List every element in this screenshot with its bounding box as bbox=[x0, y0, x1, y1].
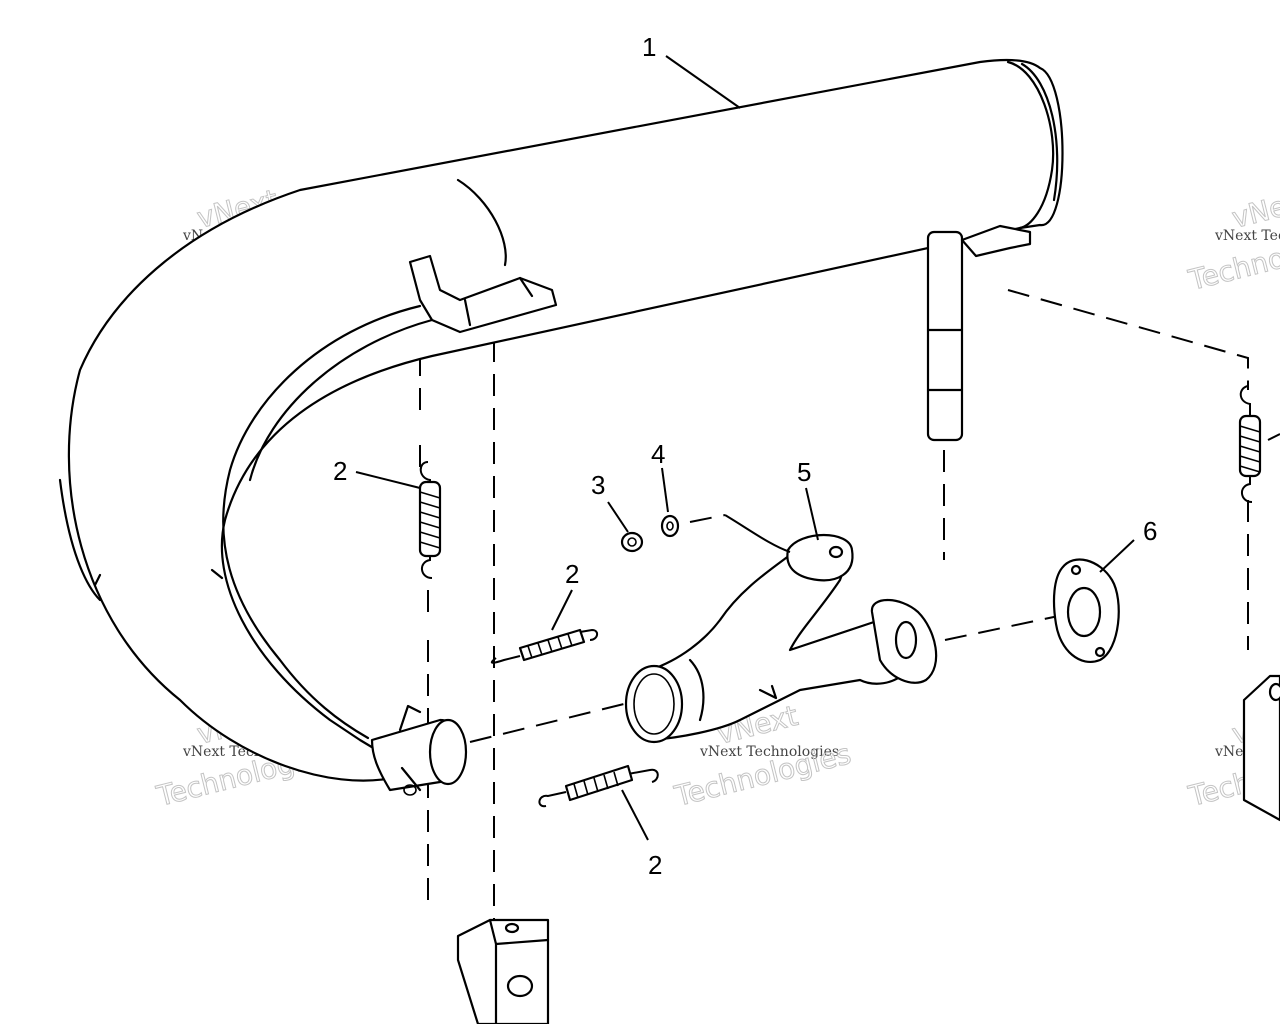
muffler-end-rim bbox=[1020, 62, 1059, 202]
lower-flange-port bbox=[894, 620, 918, 660]
leader-2c bbox=[621, 789, 649, 841]
manifold-detail bbox=[688, 658, 778, 722]
gasket-bolt-hole-bottom bbox=[1094, 646, 1106, 658]
front-tab bbox=[960, 224, 1032, 258]
muffler-body bbox=[67, 58, 1064, 782]
leader-nut-to-flange bbox=[724, 514, 791, 553]
manifold-inlet bbox=[624, 664, 684, 744]
callout-2-center: 2 bbox=[565, 559, 579, 589]
guide-line-right-upper bbox=[1007, 289, 1249, 390]
callout-2-bottom: 2 bbox=[648, 850, 662, 880]
nut bbox=[620, 531, 644, 553]
muffler-assembly bbox=[58, 58, 1064, 796]
callout-5: 5 bbox=[797, 457, 811, 487]
pipe-weld-marks bbox=[93, 568, 224, 587]
upper-flange-hole bbox=[828, 545, 844, 559]
y-manifold bbox=[624, 533, 938, 744]
gasket-port bbox=[1066, 586, 1102, 638]
leader-5 bbox=[805, 487, 819, 541]
upper-flange bbox=[786, 533, 854, 582]
leader-4 bbox=[661, 467, 669, 513]
spring-left-vertical bbox=[418, 461, 442, 579]
leader-2a bbox=[355, 471, 421, 489]
washer bbox=[660, 514, 680, 538]
y-manifold-body bbox=[648, 540, 920, 742]
spring-center-upper bbox=[490, 628, 598, 664]
pipe-outer-bend bbox=[58, 478, 102, 602]
hanger-rod bbox=[926, 230, 964, 442]
callout-4: 4 bbox=[651, 439, 665, 469]
leader-right-spring bbox=[1267, 433, 1280, 441]
watermark-top-right: vNext Technologies vNext Technologies bbox=[1184, 182, 1280, 297]
callout-labels: 1 2 2 2 3 4 5 6 bbox=[333, 32, 1157, 880]
leader-6 bbox=[1099, 539, 1135, 573]
rear-bracket-edge bbox=[463, 276, 534, 327]
gasket-bolt-hole-top bbox=[1070, 564, 1082, 576]
pipe-inner-curve bbox=[222, 304, 422, 740]
mount-block-right bbox=[1242, 674, 1280, 822]
callout-1: 1 bbox=[642, 32, 656, 62]
muffler-end-cap bbox=[1006, 60, 1055, 230]
guide-line-gasket bbox=[944, 613, 1069, 641]
guide-line-nut bbox=[689, 514, 726, 523]
callout-6: 6 bbox=[1143, 516, 1157, 546]
spring-right-vertical bbox=[1238, 385, 1262, 503]
guide-line-left bbox=[419, 320, 429, 900]
gasket bbox=[1052, 558, 1120, 663]
leader-2b bbox=[551, 589, 573, 631]
callout-2-left: 2 bbox=[333, 456, 347, 486]
leader-lines bbox=[355, 55, 1280, 841]
leader-1 bbox=[665, 55, 741, 109]
pipe-outlet-collar bbox=[370, 704, 468, 796]
callout-3: 3 bbox=[591, 470, 605, 500]
pipe-inner-curve-2 bbox=[248, 318, 434, 482]
watermark-company-line: vNext Technologies bbox=[699, 744, 839, 760]
manifold-inlet-inner bbox=[633, 673, 675, 735]
assembly-guide-lines bbox=[419, 289, 1249, 1010]
hanger-rod-bands bbox=[926, 328, 964, 392]
guide-line-pipe-joint bbox=[469, 699, 641, 743]
watermark-company-line: vNext Technologies bbox=[1214, 228, 1280, 244]
rear-bracket bbox=[408, 254, 558, 334]
muffler-seam bbox=[456, 178, 507, 267]
spring-center-lower bbox=[538, 764, 659, 808]
leader-3 bbox=[607, 501, 629, 533]
mount-block-bottom bbox=[456, 918, 550, 1024]
